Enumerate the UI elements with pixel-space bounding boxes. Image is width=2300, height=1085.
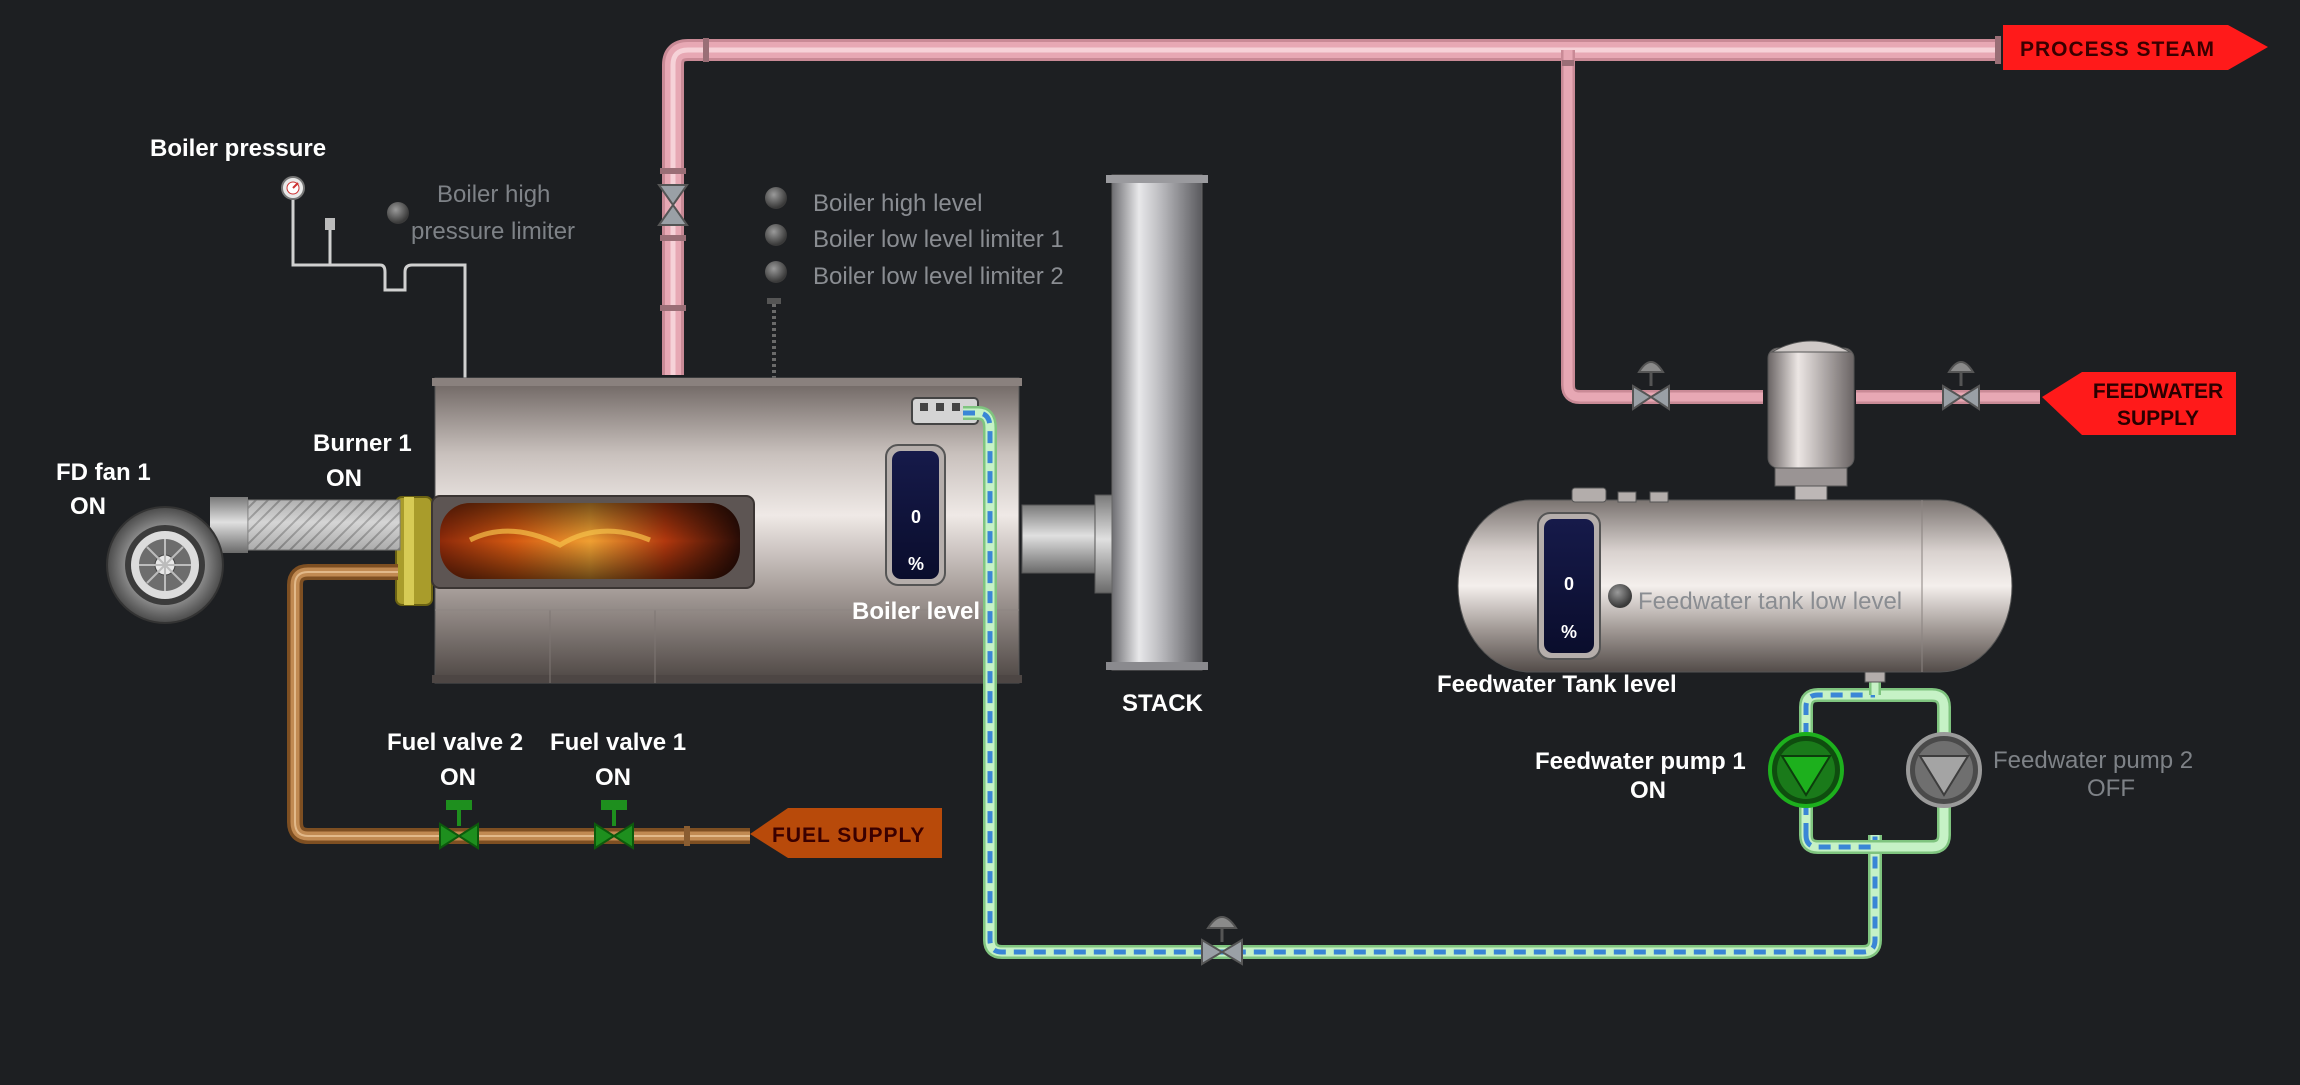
boiler-level-unit: % (908, 554, 924, 574)
fuel-supply-label: FUEL SUPPLY (772, 824, 925, 847)
feedwater-tank-level-unit: % (1561, 622, 1577, 642)
feedwater-tank-level-value: 0 (1564, 574, 1574, 594)
boiler-high-pressure-label-1: Boiler high (437, 181, 550, 208)
pipe-flange (1562, 60, 1574, 66)
fuel-valve-2[interactable] (439, 800, 479, 850)
boiler-level-value: 0 (911, 507, 921, 527)
boiler-low-level-limiter-2-label: Boiler low level limiter 2 (813, 263, 1064, 290)
boiler-high-level-label: Boiler high level (813, 190, 982, 217)
pipe-flange (660, 235, 686, 241)
feedwater-pump-1-state: ON (1630, 777, 1666, 804)
feedwater-pump-1[interactable] (1768, 732, 1844, 808)
boiler-level-probe (767, 298, 781, 378)
fd-fan-label: FD fan 1 (56, 459, 151, 486)
process-steam-tag[interactable]: PROCESS STEAM (2003, 25, 2268, 70)
pipe-flange (1995, 36, 2001, 64)
feedwater-tank-low-level-label: Feedwater tank low level (1638, 588, 1902, 615)
fuel-valve-1-state: ON (595, 764, 631, 791)
burner-label: Burner 1 (313, 430, 412, 457)
deaerator-dome (1767, 340, 1855, 501)
feedwater-tank-level-label: Feedwater Tank level (1437, 671, 1677, 698)
fuel-supply-tag[interactable]: FUEL SUPPLY (750, 808, 942, 858)
steam-to-deaerator-valve[interactable] (1632, 361, 1670, 411)
boiler-high-level-lamp (765, 187, 787, 209)
pipe-flange (660, 168, 686, 174)
boiler-pressure-label: Boiler pressure (150, 135, 326, 162)
boiler-pressure-gauge[interactable] (281, 176, 467, 378)
feedwater-supply-label-2: SUPPLY (2117, 407, 2199, 430)
boiler-low-level-limiter-2-lamp (765, 261, 787, 283)
burner-flame-window (431, 495, 755, 589)
pipe-flange (660, 305, 686, 311)
steam-main-valve[interactable] (657, 184, 689, 226)
stack (1021, 174, 1208, 671)
fd-fan[interactable] (106, 506, 224, 624)
feedwater-pump-2-label: Feedwater pump 2 (1993, 747, 2193, 774)
fuel-pipe (287, 564, 750, 846)
fuel-valve-1[interactable] (594, 800, 634, 850)
air-duct (210, 497, 401, 553)
process-steam-label: PROCESS STEAM (2020, 38, 2215, 61)
feedwater-supply-label-1: FEEDWATER (2093, 380, 2223, 403)
boiler-level-label: Boiler level (852, 598, 980, 625)
burner-state: ON (326, 465, 362, 492)
feedwater-control-valve[interactable] (1201, 916, 1243, 966)
fuel-valve-2-label: Fuel valve 2 (387, 729, 523, 756)
fuel-valve-1-label: Fuel valve 1 (550, 729, 686, 756)
feedwater-supply-tag[interactable]: FEEDWATER SUPPLY (2042, 372, 2236, 435)
fuel-valve-2-state: ON (440, 764, 476, 791)
pipe-flange (703, 38, 709, 62)
fd-fan-state: ON (70, 493, 106, 520)
feedwater-tank-level-gauge[interactable]: 0 % (1537, 512, 1601, 660)
feedwater-pump-1-label: Feedwater pump 1 (1535, 748, 1746, 775)
boiler-low-level-limiter-1-lamp (765, 224, 787, 246)
stack-label: STACK (1122, 690, 1204, 717)
boiler-low-level-limiter-1-label: Boiler low level limiter 1 (813, 226, 1064, 253)
boiler-level-gauge[interactable]: 0 % (885, 444, 946, 586)
boiler-high-pressure-label-2: pressure limiter (411, 218, 575, 245)
feedwater-tank-low-level-lamp (1608, 584, 1632, 608)
feedwater-pump-2-state: OFF (2087, 775, 2135, 802)
feedwater-supply-valve[interactable] (1942, 361, 1980, 411)
feedwater-pump-2[interactable] (1906, 732, 1982, 808)
boiler-high-pressure-limiter-lamp (387, 202, 409, 224)
